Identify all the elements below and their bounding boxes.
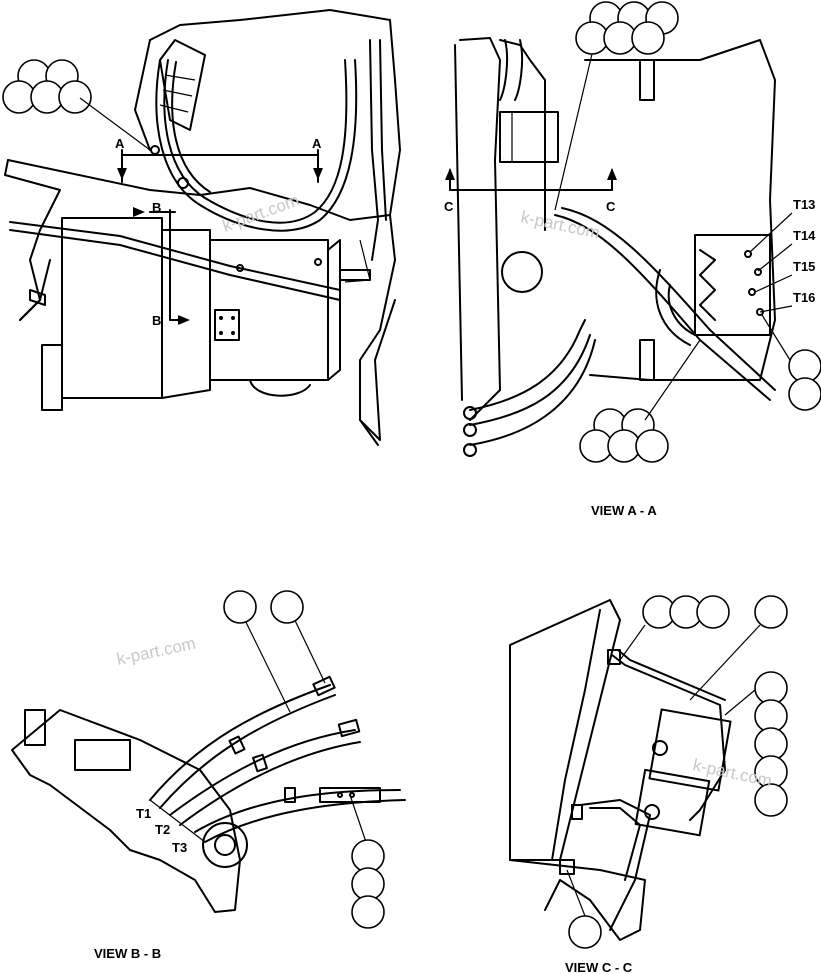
view-aa: C C T13 T14 T15 T16 [444, 1, 821, 518]
view-cc: VIEW C - C [509, 595, 788, 974]
terminal-t3-label: T3 [172, 840, 187, 855]
terminal-t16-label: T16 [793, 290, 815, 305]
watermark-group: k-part.com k-part.com k-part.com k-part.… [115, 190, 774, 790]
section-b-top-label: B [152, 200, 161, 215]
callout-cluster-aa-bottom [579, 408, 669, 463]
view-cc-caption: VIEW C - C [565, 960, 633, 974]
callout-cluster-aa-right [788, 349, 821, 411]
terminal-t14-label: T14 [793, 228, 816, 243]
section-c-left-label: C [444, 199, 454, 214]
terminal-t2-label: T2 [155, 822, 170, 837]
callout-cluster-main [2, 59, 92, 114]
terminal-t1-label: T1 [136, 806, 151, 821]
section-b-bottom-label: B [152, 313, 161, 328]
terminal-t15-label: T15 [793, 259, 815, 274]
callout-cluster-cc-right [754, 671, 788, 817]
view-aa-caption: VIEW A - A [591, 503, 657, 518]
view-bb-caption: VIEW B - B [94, 946, 161, 961]
callout-cluster-aa-top [575, 1, 679, 55]
callout-cc-bottom [568, 915, 602, 949]
terminal-t13-label: T13 [793, 197, 815, 212]
callout-cluster-cc-top [642, 595, 788, 629]
main-view: A A B B [2, 9, 401, 446]
section-a-left-label: A [115, 136, 125, 151]
watermark-text-3: k-part.com [115, 634, 197, 669]
callout-cluster-bb-bottom [351, 839, 385, 929]
watermark-text-2: k-part.com [519, 207, 601, 242]
view-bb: T1 T2 T3 VIEW B - B [11, 590, 406, 961]
section-a-right-label: A [312, 136, 322, 151]
callout-cluster-bb-top [223, 590, 304, 624]
section-c-right-label: C [606, 199, 616, 214]
